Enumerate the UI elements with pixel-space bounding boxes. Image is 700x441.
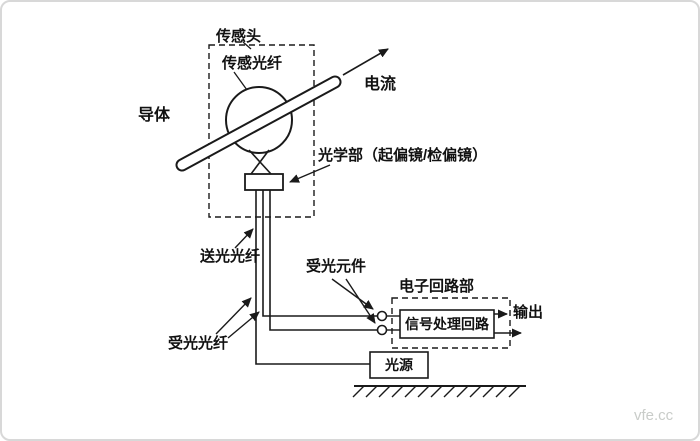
- label-pointer-arrows: [215, 228, 376, 339]
- signal-processing-box: [399, 309, 495, 339]
- conductor-label: 导体: [138, 107, 171, 124]
- watermark: vfe.cc: [634, 407, 674, 424]
- ground-symbol: [352, 385, 526, 398]
- current-arrow: [342, 48, 389, 76]
- output-arrows: [494, 309, 522, 338]
- photodetector-circles: [376, 310, 400, 336]
- sensor-head-label: 传感头: [216, 28, 262, 45]
- electronics-label: 电子回路部: [399, 278, 475, 295]
- light-source-label: 光源: [385, 357, 413, 373]
- fiber-paths: [255, 190, 377, 365]
- output-label: 输出: [513, 304, 544, 321]
- receive-element-label: 受光元件: [306, 258, 367, 275]
- send-fiber-label: 送光光纤: [200, 248, 261, 265]
- optics-label: 光学部（起偏镜/检偏镜）: [318, 147, 488, 164]
- current-label: 电流: [364, 76, 397, 93]
- light-source-box: [369, 351, 429, 379]
- sensing-fiber-loop: [225, 86, 293, 175]
- signal-processing-label: 信号处理回路: [405, 316, 489, 332]
- electronics-dashed-box: [391, 297, 511, 349]
- optics-box: [244, 164, 331, 191]
- conductor-rod: [175, 75, 342, 172]
- receive-fiber-label: 受光光纤: [168, 335, 229, 352]
- sensor-head-dashed-box: [208, 41, 315, 218]
- sensing-fiber-label: 传感光纤: [222, 55, 283, 72]
